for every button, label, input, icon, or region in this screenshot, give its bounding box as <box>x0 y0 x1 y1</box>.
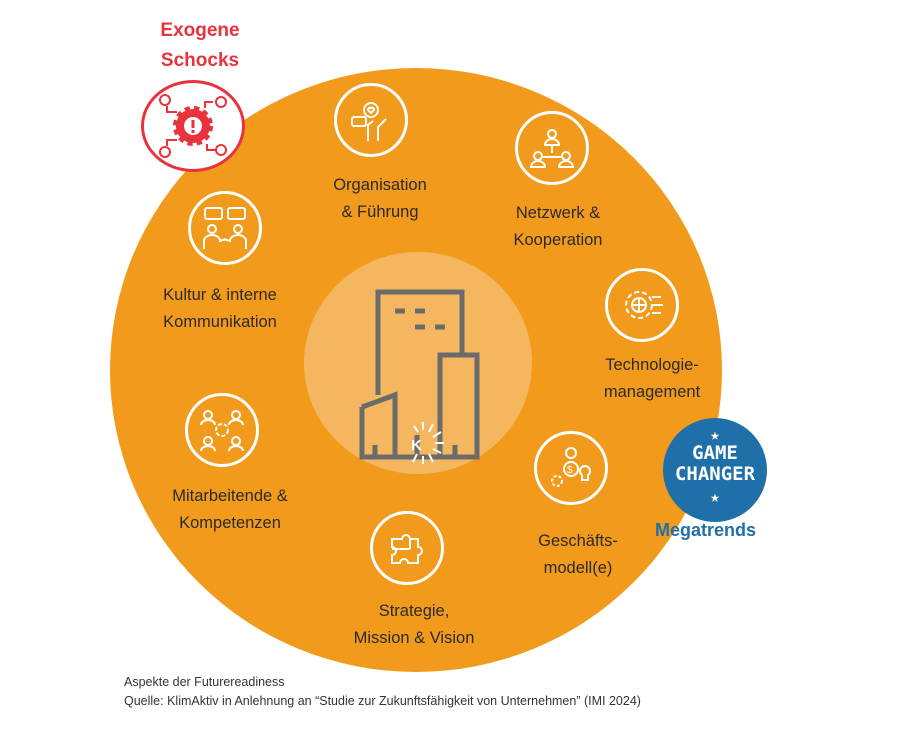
label-mitarbeitende: Mitarbeitende &Kompetenzen <box>172 487 288 532</box>
buildings-icon <box>359 289 480 460</box>
exogenous-shocks-badge <box>141 80 245 172</box>
label-technologie: Technologie-management <box>603 356 701 401</box>
conversation-icon <box>203 207 247 249</box>
business-model-icon: $ <box>551 447 591 487</box>
game-changer-line2: CHANGER <box>674 463 756 485</box>
node-technologie <box>605 268 679 342</box>
gear-alert-icon <box>159 94 227 158</box>
label-netzwerk: Netzwerk &Kooperation <box>513 204 603 249</box>
star-icon: ★ <box>710 487 720 506</box>
star-icon: ★ <box>710 425 720 444</box>
game-changer-line1: GAME <box>692 442 738 464</box>
puzzle-icon <box>391 534 423 564</box>
node-kultur <box>188 191 262 265</box>
leadership-icon <box>351 102 387 141</box>
technology-gear-icon <box>625 291 663 319</box>
node-netzwerk <box>515 111 589 185</box>
caption-title: Aspekte der Futurereadiness <box>124 675 285 689</box>
label-organisation: Organisation& Führung <box>333 176 427 221</box>
svg-text:K: K <box>411 437 422 454</box>
game-changer-badge: ★ GAME CHANGER ★ <box>663 418 767 522</box>
node-geschaeftsmodell: $ <box>534 431 608 505</box>
label-strategie: Strategie,Mission & Vision <box>353 602 475 647</box>
label-geschaeftsmodell: Geschäfts-modell(e) <box>538 532 618 577</box>
node-organisation <box>334 83 408 157</box>
megatrends-label: Megatrends <box>655 520 757 540</box>
network-icon <box>529 129 575 168</box>
node-mitarbeitende <box>185 393 259 467</box>
team-icon <box>200 410 244 452</box>
klimaktiv-logo: K <box>411 422 444 464</box>
node-strategie <box>370 511 444 585</box>
svg-text:$: $ <box>567 465 573 476</box>
caption-source: Quelle: KlimAktiv in Anlehnung an “Studi… <box>124 694 641 708</box>
